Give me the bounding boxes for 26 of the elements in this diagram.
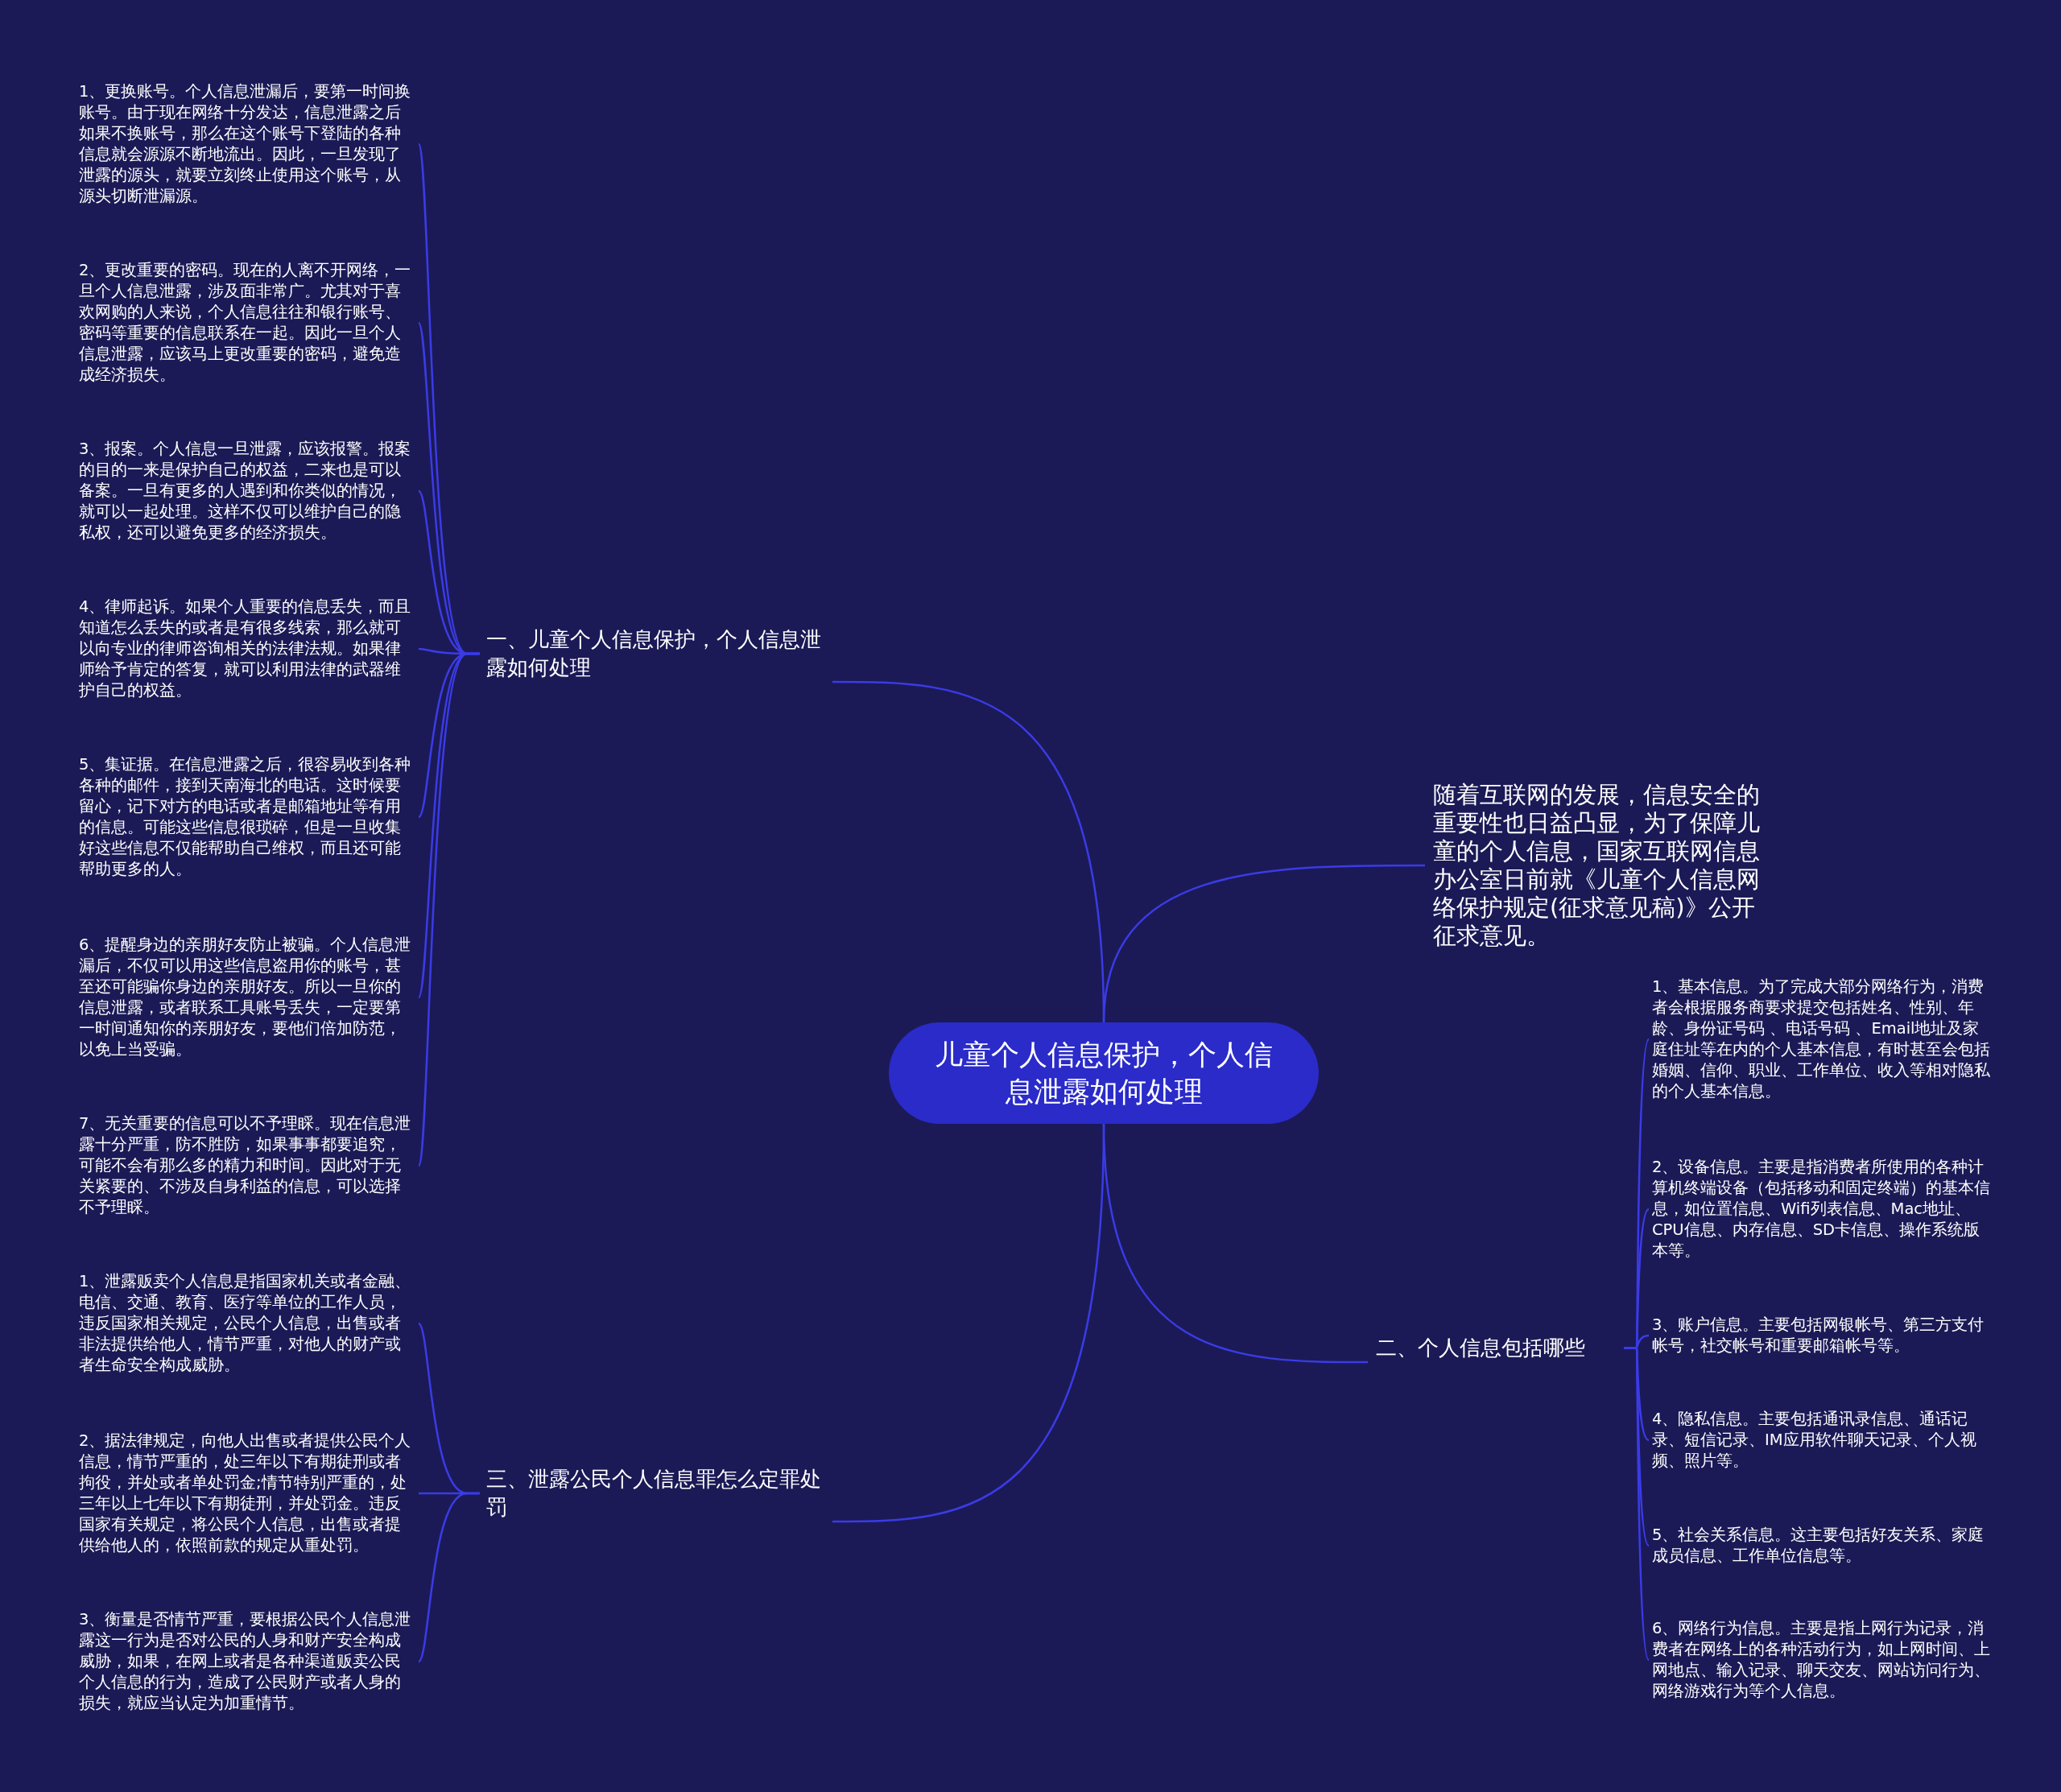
detail-paragraph: 5、社会关系信息。这主要包括好友关系、家庭成员信息、工作单位信息等。	[1652, 1525, 1990, 1567]
detail-paragraph: 6、网络行为信息。主要是指上网行为记录，消费者在网络上的各种活动行为，如上网时间、上网地点、输入记录、聊天交友、网站访问行为、网络游戏行为等个人信息。	[1652, 1618, 1990, 1702]
detail-paragraph: 5、集证据。在信息泄露之后，很容易收到各种各种的邮件，接到天南海北的电话。这时候要留心，记下对方的电话或者是邮箱地址等有用的信息。可能这些信息很琐碎，但是一旦收集好这些信息不仅能帮助自己维权，而且还可能帮助更多的人。	[79, 754, 415, 880]
detail-paragraph: 1、泄露贩卖个人信息是指国家机关或者金融、电信、交通、教育、医疗等单位的工作人员，违反国家相关规定，公民个人信息，出售或者非法提供给他人，情节严重，对他人的财产或者生命安全构成威胁。	[79, 1271, 415, 1376]
detail-paragraph: 4、律师起诉。如果个人重要的信息丢失，而且知道怎么丢失的或者是有很多线索，那么就可以向专业的律师咨询相关的法律法规。如果律师给予肯定的答复，就可以利用法律的武器维护自己的权益。	[79, 597, 415, 701]
central-topic-pill: 儿童个人信息保护，个人信息泄露如何处理	[889, 1022, 1319, 1124]
intro-paragraph: 随着互联网的发展，信息安全的重要性也日益凸显，为了保障儿童的个人信息，国家互联网信息办公室日前就《儿童个人信息网络保护规定(征求意见稿)》公开征求意见。	[1433, 781, 1763, 950]
connector-line	[832, 1123, 1105, 1523]
detail-paragraph: 7、无关重要的信息可以不予理睬。现在信息泄露十分严重，防不胜防，如果事事都要追究，可能不会有那么多的精力和时间。因此对于无关紧要的、不涉及自身利益的信息，可以选择不予理睬。	[79, 1113, 415, 1218]
detail-paragraph: 1、基本信息。为了完成大部分网络行为，消费者会根据服务商要求提交包括姓名、性别、年龄、身份证号码 、电话号码 、Email地址及家庭住址等在内的个人基本信息，有时甚至会包括婚姻、信仰、职业、工作单位、收入等相对隐私的个人基本信息。	[1652, 977, 1990, 1102]
branch-topic: 一、儿童个人信息保护，个人信息泄露如何处理	[486, 626, 824, 682]
branch-topic: 二、个人信息包括哪些	[1376, 1334, 1617, 1362]
connector-line	[417, 652, 480, 1166]
detail-paragraph: 3、账户信息。主要包括网银帐号、第三方支付帐号，社交帐号和重要邮箱帐号等。	[1652, 1315, 1990, 1356]
detail-paragraph: 3、衡量是否情节严重，要根据公民个人信息泄露这一行为是否对公民的人身和财产安全构成威胁，如果，在网上或者是各种渠道贩卖公民个人信息的行为，造成了公民财产或者人身的损失，就应当认定为加重情节。	[79, 1609, 415, 1714]
detail-paragraph: 6、提醒身边的亲朋好友防止被骗。个人信息泄漏后，不仅可以用这些信息盗用你的账号，甚至还可能骗你身边的亲朋好友。所以一旦你的信息泄露，或者联系工具账号丢失，一定要第一时间通知你的亲朋好友，要他们倍加防范，以免上当受骗。	[79, 935, 415, 1060]
detail-paragraph: 2、更改重要的密码。现在的人离不开网络，一旦个人信息泄露，涉及面非常广。尤其对于喜欢网购的人来说，个人信息往往和银行账号、密码等重要的信息联系在一起。因此一旦个人信息泄露，应该马上更改重要的密码，避免造成经济损失。	[79, 260, 415, 386]
detail-paragraph: 2、据法律规定，向他人出售或者提供公民个人信息，情节严重的，处三年以下有期徒刑或者拘役，并处或者单处罚金;情节特别严重的，处三年以上七年以下有期徒刑，并处罚金。违反国家有关规定，将公民个人信息，出售或者提供给他人的，依照前款的规定从重处罚。	[79, 1431, 415, 1556]
connector-line	[1102, 864, 1425, 1023]
branch-topic: 三、泄露公民个人信息罪怎么定罪处罚	[486, 1465, 824, 1522]
detail-paragraph: 4、隐私信息。主要包括通讯录信息、通话记录、短信记录、IM应用软件聊天记录、个人视频、照片等。	[1652, 1409, 1990, 1472]
connector-line	[418, 1492, 480, 1662]
detail-paragraph: 1、更换账号。个人信息泄漏后，要第一时间换账号。由于现在网络十分发达，信息泄露之后如果不换账号，那么在这个账号下登陆的各种信息就会源源不断地流出。因此，一旦发现了泄露的源头，就要立刻终止使用这个账号，从源头切断泄漏源。	[79, 81, 415, 207]
detail-paragraph: 2、设备信息。主要是指消费者所使用的各种计算机终端设备（包括移动和固定终端）的基本信息，如位置信息、Wifi列表信息、Mac地址、CPU信息、内存信息、SD卡信息、操作系统版本等。	[1652, 1157, 1990, 1261]
connector-line	[1624, 1347, 1650, 1661]
detail-paragraph: 3、报案。个人信息一旦泄露，应该报警。报案的目的一来是保护自己的权益，二来也是可以备案。一旦有更多的人遇到和你类似的情况，就可以一起处理。这样不仅可以维护自己的隐私权，还可以避免更多的经济损失。	[79, 439, 415, 543]
